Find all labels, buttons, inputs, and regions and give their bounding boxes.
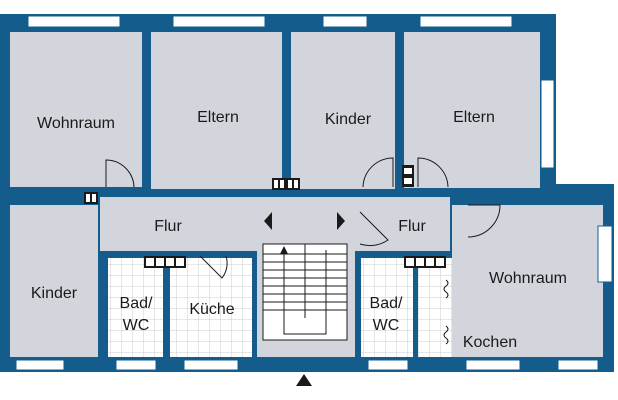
floor-eltern-right: [404, 32, 540, 188]
floor-bad-left: [108, 258, 163, 357]
window-icon: [597, 225, 613, 283]
room-labels: Wohnraum Eltern Kinder Eltern Flur Flur …: [31, 109, 567, 351]
radiator-icon: [84, 192, 98, 204]
floor-kochnische: [418, 258, 452, 357]
door-swing-icon: [467, 204, 501, 238]
room-label-wohnraum-left: Wohnraum: [37, 115, 115, 132]
radiator-icon: [272, 178, 300, 190]
window-icon: [419, 15, 513, 28]
window-icon: [540, 79, 555, 169]
room-label-kinder-bottom: Kinder: [31, 285, 78, 302]
stair-direction-arrow-icon: [337, 212, 345, 230]
floor-kinder-top: [291, 32, 395, 189]
window-icon: [183, 359, 239, 371]
door-swing-icon: [359, 211, 389, 247]
radiator-icon: [144, 256, 186, 268]
radiator-icon: [404, 256, 446, 268]
floor-kueche: [170, 258, 252, 357]
door-swing-icon: [105, 159, 135, 188]
window-icon: [557, 359, 599, 371]
floor-flur-right: [355, 197, 450, 251]
stair-direction-arrow-icon: [264, 212, 272, 230]
room-label-wohnraum-right: Wohnraum: [489, 270, 567, 287]
window-icon: [367, 359, 409, 371]
floor-kinder-bottom: [10, 205, 98, 357]
room-label-bad-left-line1: Bad/: [120, 295, 153, 312]
stair-direction-arrow-icon: [280, 246, 288, 254]
room-label-flur-left: Flur: [154, 218, 182, 235]
room-label-bad-right-line2: WC: [373, 317, 400, 334]
floor-eltern-left: [151, 32, 282, 189]
window-icon: [115, 359, 157, 371]
window-icon: [15, 359, 65, 371]
door-swing-icon: [199, 255, 228, 279]
room-label-kochen: Kochen: [463, 334, 517, 351]
room-label-kinder-top: Kinder: [325, 111, 372, 128]
radiators: [84, 165, 446, 268]
doors: [105, 157, 501, 279]
room-label-kueche: Küche: [189, 301, 234, 318]
entrance-arrow-icon: [296, 374, 312, 386]
room-label-eltern-left: Eltern: [197, 109, 239, 126]
room-label-bad-right-line1: Bad/: [370, 295, 403, 312]
room-label-bad-left-line2: WC: [123, 317, 150, 334]
stove-coil: [443, 279, 449, 345]
floor-bad-right: [361, 258, 413, 357]
room-label-eltern-right: Eltern: [453, 109, 495, 126]
floor-flur-left: [100, 197, 257, 251]
door-swing-icon: [417, 157, 449, 188]
room-floors: [10, 32, 603, 357]
door-swing-icon: [362, 157, 394, 188]
window-icon: [322, 15, 368, 28]
floor-wohnraum-left: [10, 32, 142, 187]
windows: [15, 15, 613, 371]
window-icon: [465, 359, 521, 371]
radiator-icon: [402, 165, 414, 187]
room-label-flur-right: Flur: [398, 218, 426, 235]
staircase: [262, 243, 348, 341]
window-icon: [172, 15, 266, 28]
floor-wohnraum-right: [452, 205, 603, 357]
window-icon: [27, 15, 121, 28]
